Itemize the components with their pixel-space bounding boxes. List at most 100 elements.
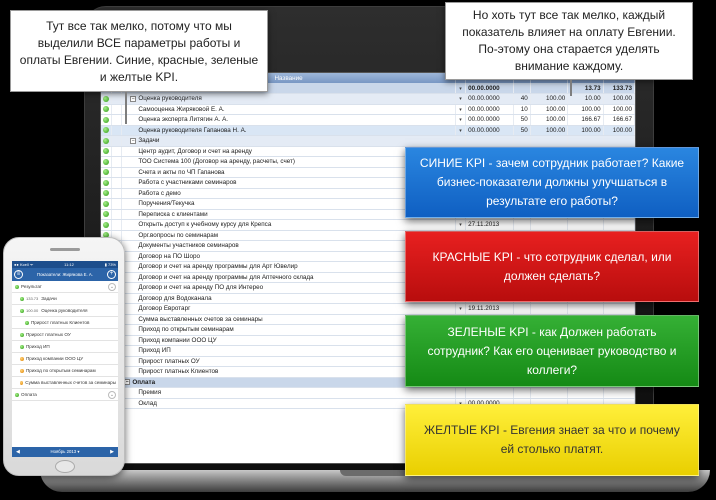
status-dot-icon [102, 148, 109, 155]
laptop-notch [340, 470, 420, 476]
chevron-down-icon[interactable]: ▾ [459, 401, 462, 407]
dropdown-cell[interactable]: ▾ [455, 125, 467, 136]
expand-toggle-icon[interactable]: − [130, 137, 137, 144]
kpi-name-cell[interactable]: Договор Евротарг [121, 303, 456, 315]
dropdown-cell[interactable]: ▾ [455, 114, 467, 126]
table-row[interactable]: Премия [101, 387, 635, 399]
chevron-down-icon[interactable]: ⌄ [108, 391, 116, 399]
flag-cell [111, 177, 123, 189]
plan-cell: 100.00 [530, 114, 569, 126]
kpi-name-cell[interactable]: Оценка эксперта Литягин А. А. [121, 114, 456, 126]
phone-list-item[interactable]: Приход по открытым семинарам [12, 365, 118, 377]
phone-footer[interactable]: ◀ Ноябрь 2013 ▾ ▶ [12, 447, 118, 457]
kpi-name: Сумма выставленных счетов за семинары [138, 315, 263, 323]
percent-cell: 133.73 [603, 83, 635, 94]
phone-list-item[interactable]: Оплата⌄ [12, 389, 118, 401]
flag-cell [111, 104, 123, 115]
phone-item-label: Оценка руководителя [41, 308, 88, 313]
table-row[interactable]: Оценка эксперта Литягин А. А.▾00.00.0000… [101, 114, 635, 126]
phone-home-button[interactable] [55, 460, 75, 473]
status-cell [101, 167, 112, 178]
phone-prev-icon[interactable]: ◀ [16, 449, 20, 455]
kpi-name: Приход по открытым семинарам [138, 326, 234, 334]
expand-toggle-icon[interactable]: − [130, 95, 137, 102]
kpi-blue-text: СИНИЕ KPI - зачем сотрудник работает? Ка… [419, 156, 685, 208]
chevron-down-icon[interactable]: ▾ [459, 106, 462, 113]
table-row[interactable]: −Задачи [101, 135, 635, 147]
fact-cell: 166.67 [567, 114, 604, 126]
kpi-name-cell[interactable]: Оклад [121, 398, 456, 409]
table-row[interactable]: Оценка руководителя Гапанова Н. А.▾00.00… [101, 125, 635, 136]
chevron-down-icon[interactable]: ▾ [459, 85, 462, 92]
date-cell: 00.00.0000 [465, 125, 515, 136]
kpi-name-cell[interactable]: Премия [121, 387, 456, 399]
flag-cell [111, 93, 123, 105]
kpi-name: Задачи [138, 137, 160, 145]
plan-cell: 100.00 [530, 104, 569, 115]
phone-list-item[interactable]: Приход ИП [12, 341, 118, 353]
kpi-name-cell[interactable]: Самооценка Жиряковой Е. А. [121, 104, 456, 115]
plan-cell: 100.00 [530, 125, 569, 136]
percent-cell: 100.00 [603, 93, 635, 105]
kpi-name: Самооценка Жиряковой Е. А. [138, 105, 225, 113]
status-dot-icon [102, 137, 109, 144]
fact-cell: 100.00 [567, 125, 604, 136]
status-cell [101, 104, 112, 115]
kpi-name-cell[interactable]: −Оценка руководителя [121, 93, 456, 105]
status-cell [101, 135, 112, 147]
status-dot-icon [102, 200, 109, 207]
phone-next-icon[interactable]: ▶ [110, 449, 114, 455]
date-cell: 00.00.0000 [465, 93, 515, 105]
expand-toggle-icon[interactable]: − [124, 379, 131, 386]
dropdown-cell[interactable]: ▾ [455, 303, 467, 315]
phone-list-item[interactable]: Прирост платных Клиентов [12, 317, 118, 329]
chevron-down-icon[interactable]: ▾ [459, 117, 462, 124]
dropdown-cell[interactable] [455, 387, 467, 399]
chevron-down-icon[interactable]: ▾ [459, 222, 462, 229]
fact-cell: 10.00 [567, 93, 604, 105]
note-left-pointer [125, 92, 127, 124]
status-dot-icon [20, 380, 24, 385]
status-cell [101, 125, 112, 136]
percent-cell [603, 219, 635, 231]
kpi-name-cell[interactable]: Открыть доступ к учебному курсу для Креп… [121, 219, 456, 231]
status-cell [101, 177, 112, 189]
chevron-down-icon[interactable]: ▾ [459, 127, 462, 134]
kpi-yellow-text: ЖЕЛТЫЕ KPI - Евгения знает за что и поче… [424, 423, 680, 456]
dropdown-cell[interactable]: ▾ [455, 104, 467, 115]
kpi-name-cell[interactable]: Оценка руководителя Гапанова Н. А. [121, 125, 456, 136]
fact-cell [567, 219, 604, 231]
dropdown-cell[interactable]: ▾ [455, 219, 467, 231]
chevron-down-icon[interactable]: ▾ [459, 306, 462, 313]
phone-item-label: Результат [21, 284, 42, 289]
weight-cell [513, 83, 531, 94]
status-dot-icon [102, 211, 109, 218]
phone-list-item[interactable]: Приход компании ООО ЦУ [12, 353, 118, 365]
kpi-name: Орг.вопросы по семинарам [138, 231, 219, 239]
phone-menu-icon[interactable]: ≡ [14, 270, 23, 279]
phone-list-item[interactable]: Сумма выставленных счетов за семинары [12, 377, 118, 389]
percent-cell [603, 135, 635, 147]
fact-cell: 13.73 [567, 83, 604, 94]
phone-list-item[interactable]: Результат ⌄ [12, 281, 118, 293]
phone-list-item[interactable]: Прирост платных ОУ [12, 329, 118, 341]
dropdown-cell[interactable] [455, 135, 467, 147]
dropdown-cell[interactable]: ▾ [455, 83, 467, 94]
table-row[interactable]: Договор Евротарг▾19.11.2013 [101, 303, 635, 315]
kpi-name-cell[interactable]: −Задачи [121, 135, 456, 147]
chevron-down-icon[interactable]: ▾ [459, 96, 462, 103]
date-cell: 00.00.0000 [465, 114, 515, 126]
dropdown-cell[interactable]: ▾ [455, 93, 467, 105]
status-dot-icon [102, 95, 109, 102]
table-row[interactable]: Открыть доступ к учебному курсу для Креп… [101, 219, 635, 231]
weight-cell: 50 [513, 125, 531, 136]
flag-cell [111, 209, 123, 220]
phone-add-icon[interactable]: + [107, 270, 116, 279]
chevron-down-icon[interactable]: ⌄ [108, 283, 116, 291]
kpi-name: Договор и счет на аренду программы для А… [138, 263, 298, 271]
